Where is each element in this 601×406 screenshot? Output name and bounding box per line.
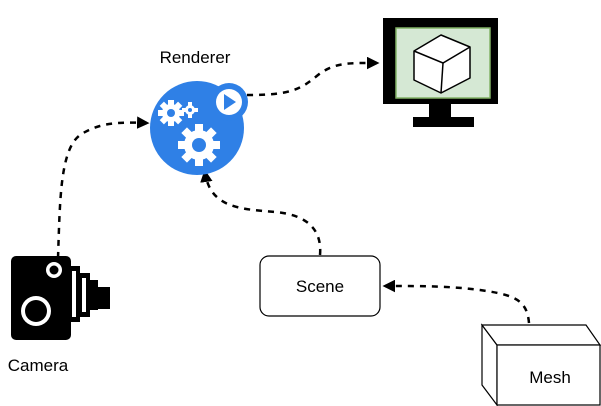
- mesh-box: [496, 344, 601, 406]
- renderer-node: Renderer: [150, 48, 248, 175]
- gears-play-icon: [150, 81, 248, 175]
- mesh-node: Mesh: [480, 323, 601, 406]
- scene-label: Scene: [296, 277, 344, 296]
- monitor-cube-icon: [383, 18, 498, 127]
- mesh-label: Mesh: [529, 368, 571, 387]
- edge-mesh-to-scene: [382, 279, 531, 324]
- scene-box: [259, 255, 381, 317]
- camera-node: Camera: [8, 256, 110, 375]
- edge-scene-to-renderer: [200, 169, 322, 256]
- scene-node: Scene: [259, 255, 381, 317]
- edge-camera-to-renderer: [56, 116, 150, 259]
- camera-icon: [11, 256, 110, 340]
- camera-label: Camera: [8, 356, 69, 375]
- edge-renderer-to-display: [246, 56, 380, 97]
- renderer-label: Renderer: [160, 48, 231, 67]
